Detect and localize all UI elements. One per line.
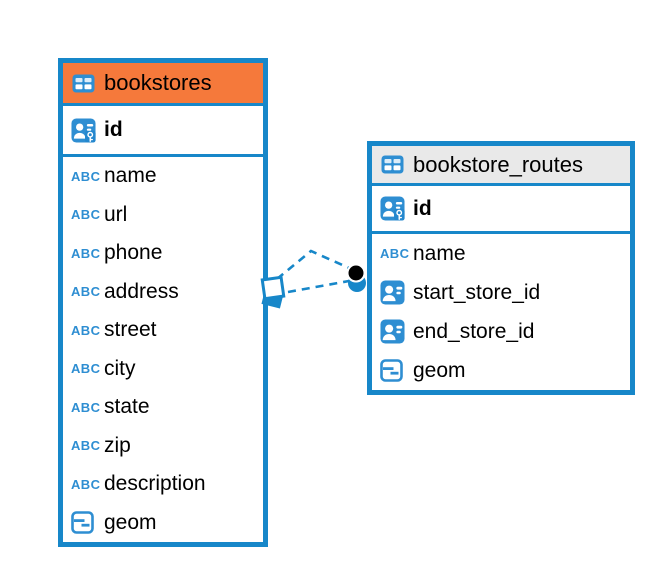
column-row-geom[interactable]: geom xyxy=(372,351,630,390)
table-node-bookstores[interactable]: bookstores id ABC name A xyxy=(58,58,268,547)
connection-dot-icon[interactable] xyxy=(346,263,367,293)
column-label: url xyxy=(104,202,128,226)
table-icon xyxy=(381,155,404,174)
table-header-bookstores[interactable]: bookstores xyxy=(63,63,263,106)
column-label: name xyxy=(104,164,157,188)
text-type-icon: ABC xyxy=(380,246,410,261)
column-row-description[interactable]: ABC description xyxy=(63,465,263,504)
column-label: id xyxy=(104,118,123,141)
column-label: start_store_id xyxy=(413,280,541,304)
text-type-icon: ABC xyxy=(71,245,101,261)
primary-key-icon xyxy=(71,117,104,143)
column-row-phone[interactable]: ABC phone xyxy=(63,234,263,273)
column-row-address[interactable]: ABC address xyxy=(63,273,263,312)
geometry-type-icon xyxy=(380,359,413,382)
column-label: street xyxy=(104,318,157,342)
column-row-id[interactable]: id xyxy=(372,186,630,234)
column-row-name[interactable]: ABC name xyxy=(63,157,263,196)
column-row-zip[interactable]: ABC zip xyxy=(63,427,263,466)
table-icon xyxy=(72,74,95,92)
text-type-icon: ABC xyxy=(71,207,101,223)
column-label: end_store_id xyxy=(413,319,535,343)
column-label: geom xyxy=(104,510,157,534)
column-row-end-store-id[interactable]: end_store_id xyxy=(372,312,630,351)
table-title: bookstores xyxy=(104,70,212,95)
column-label: zip xyxy=(104,433,131,457)
foreign-key-link-line[interactable] xyxy=(287,279,350,294)
text-type-icon: ABC xyxy=(71,399,101,415)
column-row-url[interactable]: ABC url xyxy=(63,196,263,235)
column-label: state xyxy=(104,395,150,419)
column-row-state[interactable]: ABC state xyxy=(63,388,263,427)
text-type-icon: ABC xyxy=(71,284,101,300)
column-label: address xyxy=(104,279,179,303)
table-title: bookstore_routes xyxy=(413,151,583,177)
text-type-icon: ABC xyxy=(71,476,101,492)
foreign-key-icon xyxy=(380,280,413,305)
column-label: description xyxy=(104,472,206,496)
table-header-bookstore-routes[interactable]: bookstore_routes xyxy=(372,146,630,186)
column-row-city[interactable]: ABC city xyxy=(63,350,263,389)
column-label: id xyxy=(413,196,432,220)
foreign-key-icon xyxy=(380,319,413,344)
text-type-icon: ABC xyxy=(71,168,101,184)
column-label: geom xyxy=(413,358,466,382)
column-row-id[interactable]: id xyxy=(63,106,263,157)
column-label: phone xyxy=(104,241,163,265)
column-label: city xyxy=(104,356,136,380)
column-row-street[interactable]: ABC street xyxy=(63,311,263,350)
primary-key-icon xyxy=(380,196,413,221)
text-type-icon: ABC xyxy=(71,322,101,338)
table-node-bookstore-routes[interactable]: bookstore_routes id ABC name xyxy=(367,141,635,395)
foreign-key-link-line[interactable] xyxy=(276,249,350,281)
column-row-start-store-id[interactable]: start_store_id xyxy=(372,273,630,312)
text-type-icon: ABC xyxy=(71,438,101,454)
geometry-type-icon xyxy=(71,511,104,535)
column-row-geom[interactable]: geom xyxy=(63,504,263,543)
column-label: name xyxy=(413,241,466,265)
text-type-icon: ABC xyxy=(71,361,101,377)
column-row-name[interactable]: ABC name xyxy=(372,234,630,273)
